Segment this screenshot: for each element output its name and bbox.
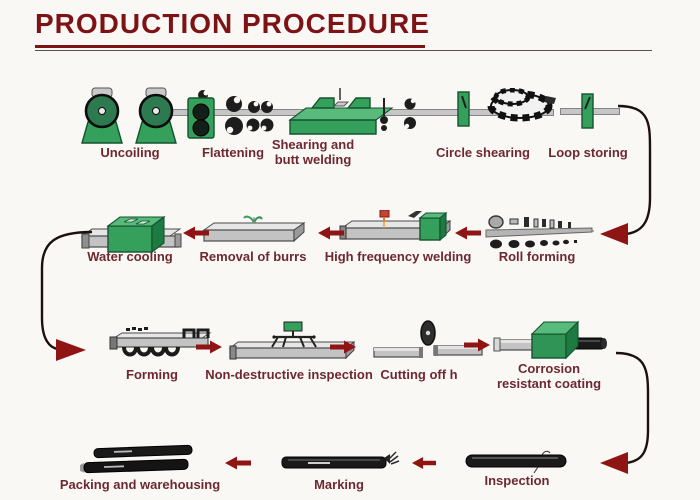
- station-inspection: [464, 448, 572, 479]
- station-roll-forming: [484, 212, 596, 261]
- station-label-shearing: Shearing and butt welding: [271, 137, 355, 167]
- inspection-icon: [465, 450, 567, 474]
- station-marking: [280, 448, 400, 481]
- flow-arrow-left-icon: [455, 226, 481, 245]
- connector-loop-storing-to-roll-forming: [600, 104, 652, 245]
- strip-guide-rollers: [376, 96, 430, 141]
- flow-arrow-right-icon: [464, 338, 490, 357]
- station-removal-of-burrs: [202, 214, 306, 255]
- flow-arrow-right-icon: [330, 340, 356, 359]
- station-label-corrosion-coating: Corrosion resistant coating: [496, 361, 602, 391]
- station-circle-shearing: [428, 87, 558, 141]
- cutting-off-icon: [373, 320, 483, 358]
- station-flattening: [186, 88, 282, 151]
- marking-icon: [281, 451, 400, 469]
- flow-arrow-left-icon: [412, 456, 436, 475]
- station-label-non-destructive-inspection: Non-destructive inspection: [205, 367, 373, 382]
- station-packing-warehousing: [78, 444, 198, 487]
- flow-arrow-left-icon: [318, 226, 344, 245]
- station-uncoiling: [78, 86, 182, 149]
- station-label-uncoiling: Uncoiling: [100, 145, 160, 160]
- forming-icon: [109, 327, 212, 357]
- packing-warehousing-icon: [79, 444, 193, 474]
- flow-arrow-right-icon: [196, 340, 222, 359]
- station-shearing-butt-welding: [282, 88, 394, 145]
- strip-rollers-icon: [380, 98, 416, 131]
- station-label-forming: Forming: [126, 367, 178, 382]
- station-label-flattening: Flattening: [201, 145, 265, 160]
- station-non-destructive-inspection: [228, 320, 356, 373]
- station-forming: [108, 326, 212, 371]
- station-label-marking: Marking: [314, 477, 364, 492]
- connector-water-cooling-to-forming: [40, 230, 93, 361]
- station-label-loop-storing: Loop storing: [548, 145, 628, 160]
- flow-arrow-left-icon: [225, 456, 251, 475]
- flattening-icon: [187, 90, 274, 139]
- station-label-water-cooling: Water cooling: [87, 249, 173, 264]
- station-corrosion-coating: [492, 316, 608, 371]
- non-destructive-inspection-icon: [228, 321, 356, 360]
- roll-forming-icon: [485, 215, 594, 249]
- flow-arrow-left-icon: [183, 226, 209, 245]
- loop-storing-icon: [581, 93, 594, 129]
- station-label-removal-of-burrs: Removal of burrs: [199, 249, 307, 264]
- station-label-circle-shearing: Circle shearing: [436, 145, 530, 160]
- circle-shearing-icon: [457, 87, 556, 127]
- station-label-high-frequency-welding: High frequency welding: [324, 249, 472, 264]
- title-underline: [35, 45, 425, 48]
- page-title: PRODUCTION PROCEDURE: [35, 8, 430, 39]
- station-label-roll-forming: Roll forming: [498, 249, 576, 264]
- station-label-packing: Packing and warehousing: [59, 477, 221, 492]
- station-loop-storing: [556, 90, 620, 139]
- shearing-butt-welding-icon: [288, 88, 394, 135]
- station-label-inspection: Inspection: [484, 473, 550, 488]
- removal-of-burrs-icon: [202, 215, 306, 243]
- high-frequency-welding-icon: [339, 209, 452, 242]
- title-underline-thin: [35, 50, 652, 51]
- connector-coating-to-inspection: [600, 351, 650, 474]
- station-label-cutting-off: Cutting off h: [380, 367, 458, 382]
- uncoiling-icon: [81, 87, 177, 144]
- station-cutting-off: [372, 320, 488, 371]
- corrosion-coating-icon: [493, 320, 607, 360]
